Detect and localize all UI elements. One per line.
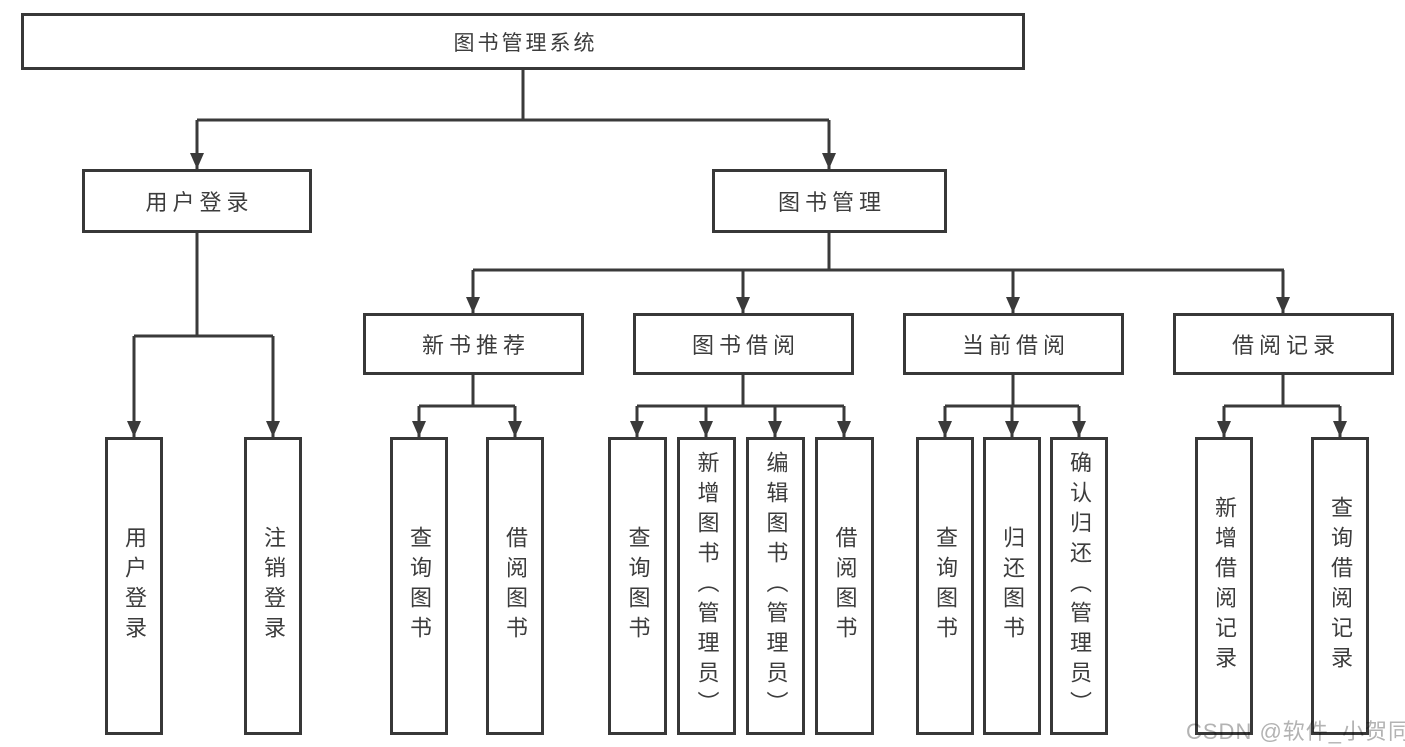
node-user-login-branch: 用户登录 [82,169,312,233]
csdn-watermark: CSDN @软件_小贺同学 [1186,719,1405,744]
leaf-label: 新增图书（管理员） [694,451,720,721]
leaf-borrow-books-recommend: 借阅图书 [486,437,544,735]
leaf-logout: 注销登录 [244,437,302,735]
node-book-borrowing: 图书借阅 [633,313,854,375]
leaf-label: 新增借阅记录 [1212,496,1237,676]
leaf-add-borrow-record: 新增借阅记录 [1195,437,1253,735]
leaf-query-books-borrow: 查询图书 [608,437,667,735]
leaf-label: 用户登录 [122,526,147,646]
leaf-label: 查询图书 [625,526,651,646]
leaf-label: 归还图书 [1000,526,1025,646]
leaf-query-books-recommend: 查询图书 [390,437,448,735]
node-borrowing-records: 借阅记录 [1173,313,1394,375]
leaf-label: 注销登录 [261,526,286,646]
leaf-label: 查询借阅记录 [1328,496,1353,676]
leaf-borrow-books: 借阅图书 [815,437,874,735]
leaf-label: 编辑图书（管理员） [763,451,789,721]
leaf-label: 借阅图书 [832,526,858,646]
leaf-return-books: 归还图书 [983,437,1041,735]
node-new-book-recommend: 新书推荐 [363,313,584,375]
leaf-label: 查询图书 [407,526,432,646]
leaf-query-books-current: 查询图书 [916,437,974,735]
leaf-label: 查询图书 [933,526,958,646]
leaf-edit-books-admin: 编辑图书（管理员） [746,437,805,735]
leaf-user-login: 用户登录 [105,437,163,735]
leaf-query-borrow-record: 查询借阅记录 [1311,437,1369,735]
node-current-borrowing: 当前借阅 [903,313,1124,375]
leaf-label: 确认归还（管理员） [1067,451,1092,721]
leaf-confirm-return-admin: 确认归还（管理员） [1050,437,1108,735]
leaf-label: 借阅图书 [503,526,528,646]
node-book-management: 图书管理 [712,169,947,233]
node-root: 图书管理系统 [21,13,1025,70]
leaf-add-books-admin: 新增图书（管理员） [677,437,736,735]
